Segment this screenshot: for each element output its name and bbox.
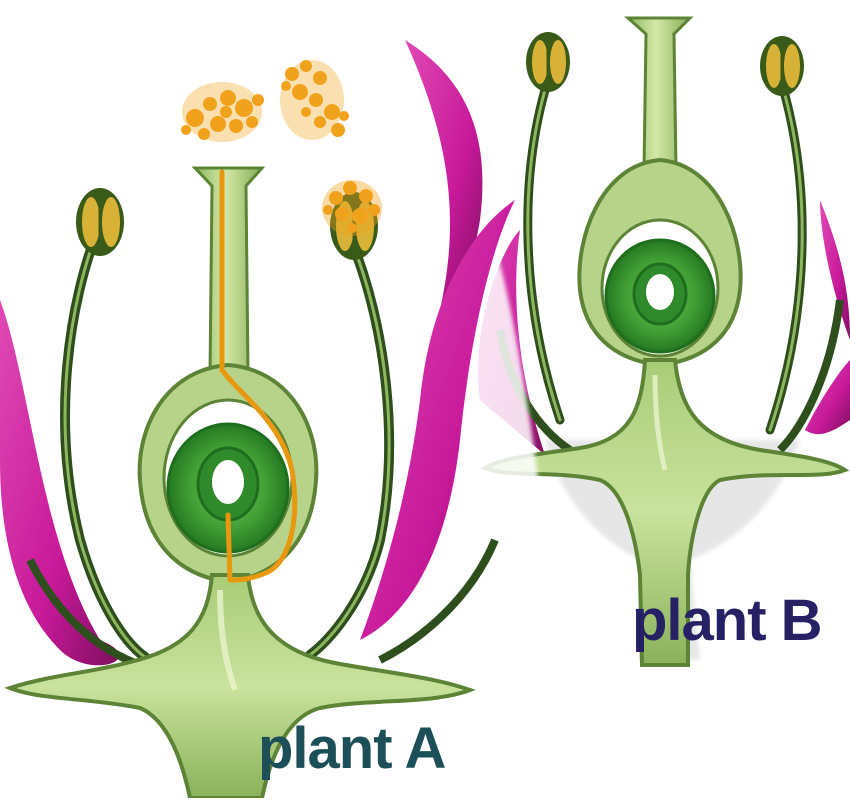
pollen-cluster-3 [322,180,382,236]
anther-a-left [76,188,124,256]
stigma-a [195,168,262,375]
plant-b-label: plant B [632,592,822,650]
flower-a-icon [0,40,560,798]
pollen-cluster-2 [280,60,349,140]
filament-b-right [770,95,802,430]
pollen-cluster-1 [181,82,264,142]
stigma-b [628,18,690,170]
anther-b-left [526,32,570,92]
anther-b-right [760,36,804,96]
filament-b-left [528,90,560,420]
plant-a-label: plant A [258,720,445,778]
